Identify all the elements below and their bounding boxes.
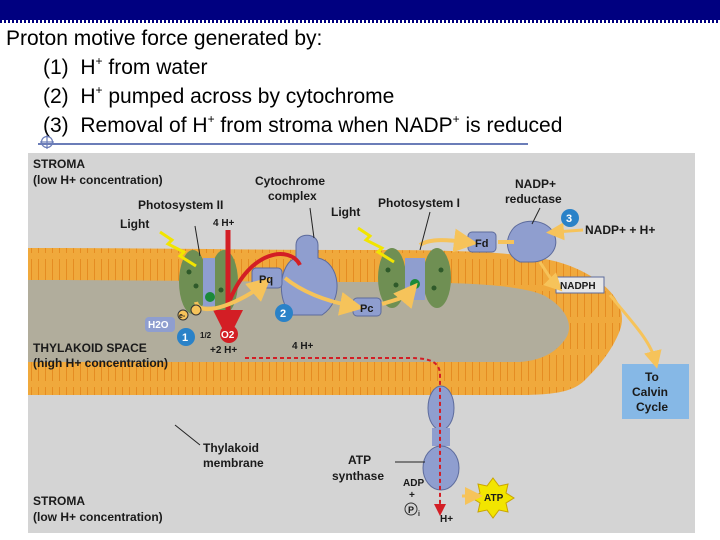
atp-synthase-label-2: synthase	[332, 469, 384, 483]
step-badge-1	[177, 328, 195, 346]
bullet-text: H	[80, 56, 96, 79]
bullet-number: (3)	[43, 114, 69, 137]
bullet-text: is reduced	[459, 114, 563, 137]
slide-title: Proton motive force generated by:	[6, 27, 323, 50]
calvin-label-1: To	[645, 370, 659, 384]
step-badge-2	[275, 304, 293, 322]
proton-count-left: +2 H+	[210, 345, 237, 356]
stroma-bottom-label: STROMA	[33, 494, 85, 508]
step-number-2: 2	[280, 308, 286, 320]
slide-header-dots	[0, 20, 720, 23]
leader-line	[309, 207, 315, 239]
phosphate-subscript: i	[418, 511, 420, 518]
stroma-top-label: STROMA	[33, 157, 85, 171]
step-number-3: 3	[566, 213, 572, 225]
plus-label: +	[409, 490, 415, 501]
bullet-text: Removal of H	[80, 114, 208, 137]
atp-label: ATP	[484, 493, 504, 504]
proton-bottom-label: H+	[440, 514, 453, 525]
bullet-text: from water	[102, 56, 208, 79]
nadph-label: NADPH	[560, 281, 596, 292]
atp-synthase-label-1: ATP	[348, 453, 371, 467]
light-bolt-icon	[159, 230, 197, 268]
cytochrome-label-1: Cytochrome	[255, 174, 325, 188]
stroma-bottom-sublabel: (low H+ concentration)	[33, 510, 163, 524]
nadp-reductase-label-1: NADP+	[515, 177, 556, 191]
nadp-h-label: NADP+ + H+	[585, 223, 655, 237]
title-underline	[38, 143, 528, 145]
electron-flow-arrow	[283, 276, 364, 316]
electron-flow-arrow	[538, 261, 563, 292]
bullet-superscript: +	[95, 83, 103, 97]
bullet-superscript: +	[95, 54, 103, 68]
light-label-right: Light	[331, 205, 360, 219]
leader-line	[194, 225, 201, 257]
crosshair-icon	[40, 135, 54, 149]
bullet-text: pumped across by cytochrome	[102, 85, 395, 108]
bullet-superscript: +	[452, 112, 460, 126]
calvin-label-3: Cycle	[636, 400, 668, 414]
pc-label: Pc	[360, 303, 373, 315]
calvin-label-2: Calvin	[632, 385, 668, 399]
electron-flow-arrow	[418, 228, 478, 253]
water-badge	[145, 317, 175, 332]
nadp-input-arrow	[546, 222, 584, 241]
bullet-number: (1)	[43, 56, 69, 79]
pq-label: Pq	[259, 274, 273, 286]
bullet-text: H	[80, 85, 96, 108]
oxygen-badge	[220, 325, 238, 343]
nadph-to-calvin-arrow	[608, 294, 662, 369]
half-label: 1/2	[200, 331, 212, 340]
proton-count-top: 4 H+	[213, 218, 235, 229]
bullet-number: (2)	[43, 85, 69, 108]
proton-flow-arrow	[245, 357, 446, 516]
photosystem-i-label: Photosystem I	[378, 196, 460, 210]
electron-badge	[190, 304, 202, 316]
nadp-reductase	[507, 220, 557, 263]
light-bolt-icon	[357, 226, 395, 264]
water-label: H2O	[148, 320, 169, 331]
oxygen-label: O2	[221, 330, 235, 341]
slide-text: Proton motive force generated by: (1) H+…	[6, 24, 562, 140]
fd-label: Fd	[475, 238, 488, 250]
bullet-item-2: (2) H+ pumped across by cytochrome	[6, 82, 562, 111]
electron-badge	[177, 309, 189, 321]
leader-line	[174, 424, 201, 446]
step-number-1: 1	[182, 332, 188, 344]
cytochrome-label-2: complex	[268, 189, 317, 203]
light-label-left: Light	[120, 217, 149, 231]
stroma-top-sublabel: (low H+ concentration)	[33, 173, 163, 187]
thylakoid-space-sublabel: (high H+ concentration)	[33, 356, 168, 370]
proton-path-arrow	[228, 252, 302, 301]
electron-flow-arrow	[381, 282, 418, 309]
nadp-reductase-label-2: reductase	[505, 192, 562, 206]
leader-line	[531, 207, 541, 225]
phosphate-circle	[404, 502, 418, 516]
phosphate-label: P	[408, 505, 414, 515]
thylakoid-membrane-label-1: Thylakoid	[203, 441, 259, 455]
slide-header-bar	[0, 0, 720, 20]
step-badge-3	[561, 209, 579, 227]
leader-line	[419, 211, 431, 251]
thylakoid-space-label: THYLAKOID SPACE	[33, 341, 147, 355]
proton-count-lumen: 4 H+	[292, 341, 314, 352]
thylakoid-membrane-label-2: membrane	[203, 456, 264, 470]
bullet-item-3: (3) Removal of H+ from stroma when NADP+…	[6, 111, 562, 140]
bullet-text: from stroma when NADP	[214, 114, 453, 137]
electron-label: e-	[179, 313, 186, 320]
photosystem-ii-label: Photosystem II	[138, 198, 223, 212]
bullet-item-1: (1) H+ from water	[6, 53, 562, 82]
bullet-superscript: +	[207, 112, 215, 126]
adp-label: ADP	[403, 478, 424, 489]
calvin-cycle-box	[622, 364, 689, 419]
